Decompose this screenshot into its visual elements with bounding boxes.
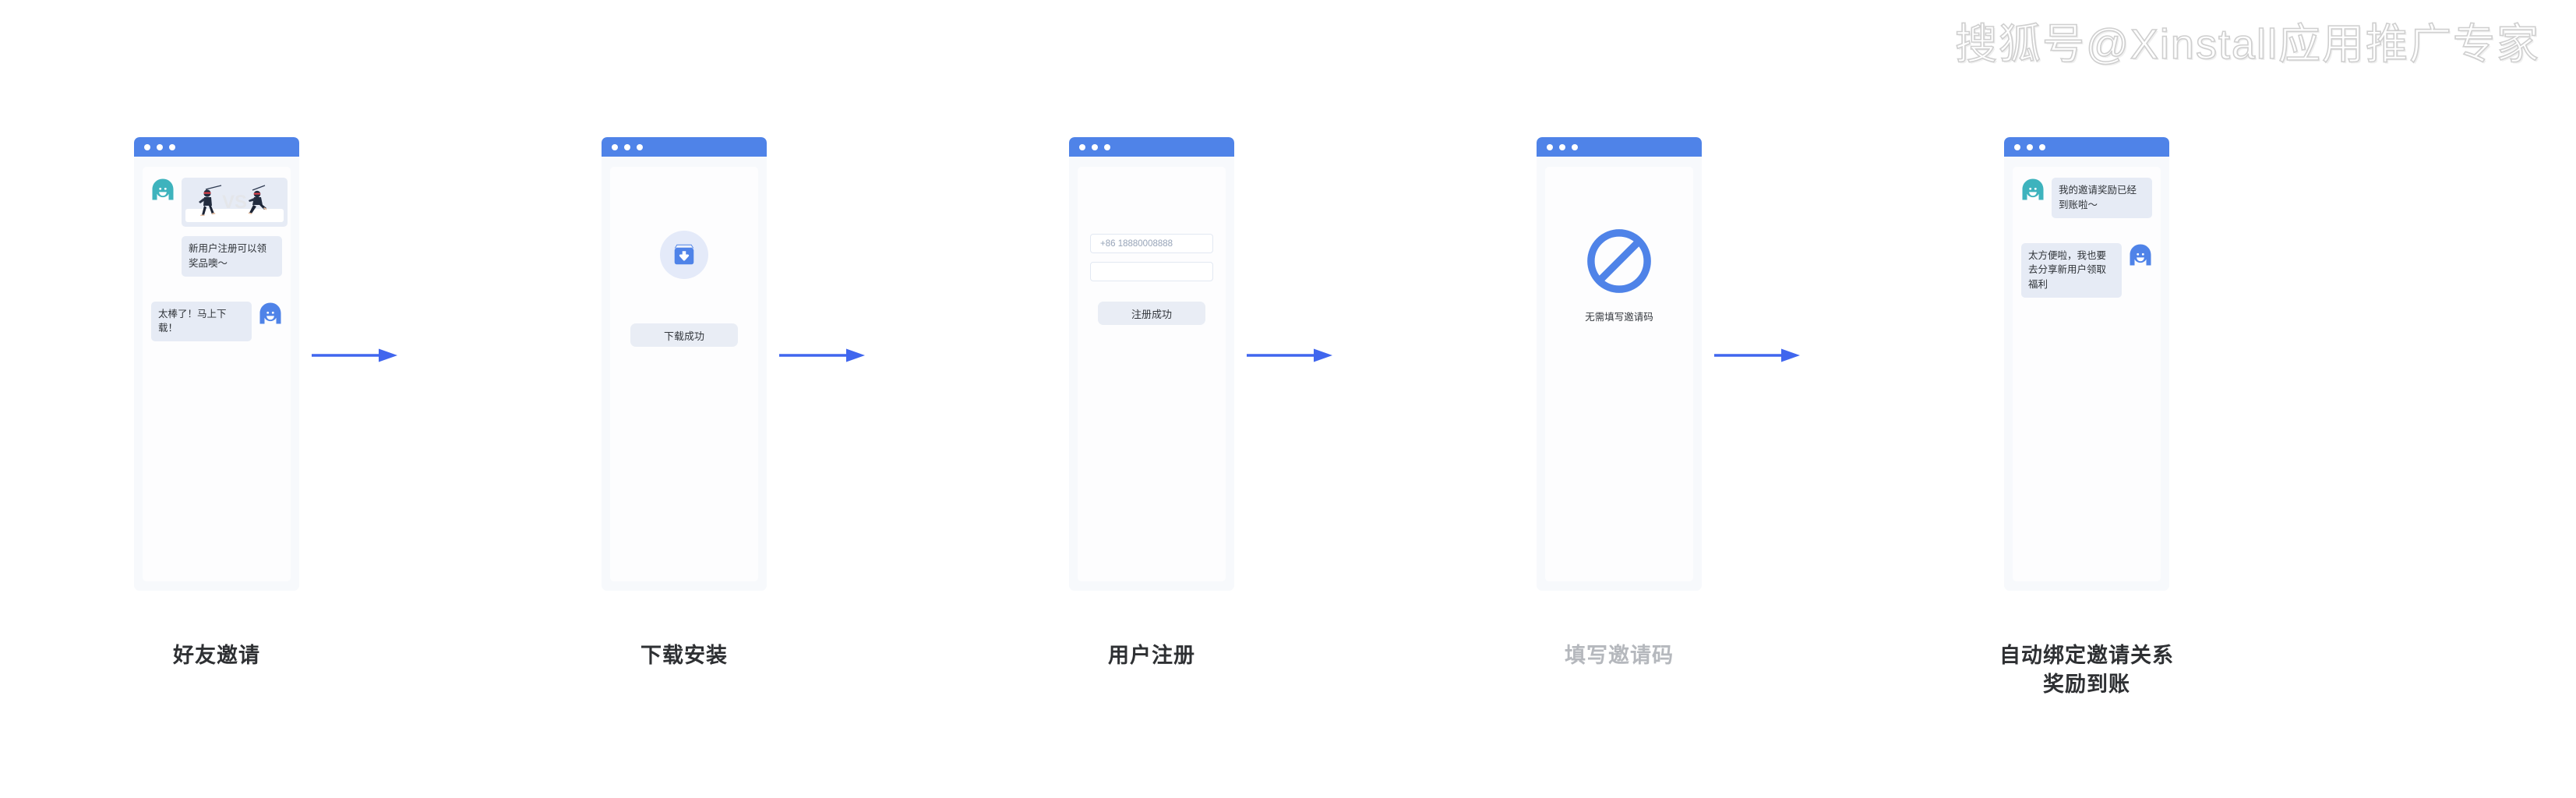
watermark-text: 搜狐号@Xinstall应用推广专家 [1954, 20, 2540, 69]
chat-thread-1: VS [143, 167, 291, 581]
register-success-button[interactable]: 注册成功 [1098, 302, 1205, 325]
step-auto-bind-reward: 我的邀请奖励已经到账啦～ 太方便啦，我也要去分享新用户领取福利 [2004, 137, 2169, 591]
step-caption-auto-bind-reward: 自动绑定邀请关系 奖励到账 [1970, 641, 2204, 700]
blocked-panel: 无需填写邀请码 [1545, 167, 1693, 581]
caption-line: 用户注册 [1108, 644, 1195, 667]
window-titlebar-2 [602, 137, 767, 157]
caption-line: 奖励到账 [2043, 673, 2130, 697]
register-form: +86 18880008888 注册成功 [1078, 167, 1226, 581]
caption-line: 自动绑定邀请关系 [1999, 644, 2174, 667]
step-caption-user-register: 用户注册 [1035, 641, 1269, 670]
flow-arrow-2 [779, 348, 865, 362]
window-dot-close-icon [144, 143, 150, 150]
card-content-3: +86 18880008888 注册成功 [1078, 167, 1226, 581]
browser-card-4: 无需填写邀请码 [1537, 137, 1702, 591]
svg-text:VS: VS [222, 209, 247, 213]
step-caption-invite-code: 填写邀请码 [1502, 641, 1736, 670]
card-content-4: 无需填写邀请码 [1545, 167, 1693, 581]
avatar-spacer [151, 236, 175, 260]
window-dot-minimize-icon [1092, 143, 1098, 150]
avatar-teal-icon [151, 178, 175, 201]
window-dot-maximize-icon [2039, 143, 2045, 150]
phone-number-input[interactable]: +86 18880008888 [1090, 234, 1213, 253]
caption-line: 填写邀请码 [1565, 644, 1674, 667]
window-dot-minimize-icon [624, 143, 630, 150]
chat-bubble-text: 新用户注册可以领奖品噢～ [182, 236, 282, 277]
download-icon-badge [660, 231, 708, 279]
avatar-blue-icon [259, 302, 282, 325]
window-dot-close-icon [2014, 143, 2020, 150]
chat-message-row: 太方便啦，我也要去分享新用户领取福利 [2021, 242, 2152, 298]
browser-card-1: VS [134, 137, 299, 591]
browser-card-2: 下载成功 [602, 137, 767, 591]
step-caption-friend-invite: 好友邀请 [100, 641, 333, 670]
card-content-5: 我的邀请奖励已经到账啦～ 太方便啦，我也要去分享新用户领取福利 [2013, 167, 2161, 581]
prohibited-icon [1587, 229, 1651, 293]
chat-bubble-text: 太棒了！马上下载！ [151, 301, 252, 341]
step-user-register: +86 18880008888 注册成功 [1069, 137, 1234, 591]
flow-arrow-3 [1247, 348, 1332, 362]
no-invite-code-label: 无需填写邀请码 [1585, 312, 1653, 323]
window-dot-maximize-icon [1104, 143, 1110, 150]
spacer [151, 277, 282, 302]
chat-bubble-text: 太方便啦，我也要去分享新用户领取福利 [2021, 242, 2122, 298]
window-dot-maximize-icon [637, 143, 643, 150]
chat-thread-5: 我的邀请奖励已经到账啦～ 太方便啦，我也要去分享新用户领取福利 [2013, 167, 2161, 581]
window-dot-minimize-icon [2027, 143, 2033, 150]
chat-message-row: 我的邀请奖励已经到账啦～ [2021, 178, 2152, 218]
card-content-1: VS [143, 167, 291, 581]
verification-code-input[interactable] [1090, 262, 1213, 281]
window-titlebar-5 [2004, 137, 2169, 157]
window-dot-maximize-icon [1572, 143, 1578, 150]
avatar-teal-icon [2021, 178, 2045, 201]
ninja-vs-banner-icon: VS [185, 185, 284, 222]
window-titlebar-1 [134, 137, 299, 157]
caption-line: 下载安装 [640, 644, 728, 667]
download-box-icon [674, 244, 694, 265]
chat-message-row: 新用户注册可以领奖品噢～ [151, 236, 282, 277]
chat-bubble-text: 我的邀请奖励已经到账啦～ [2052, 178, 2152, 218]
download-success-button[interactable]: 下载成功 [630, 323, 738, 347]
window-dot-minimize-icon [157, 143, 163, 150]
step-download-install: 下载成功 [602, 137, 767, 591]
chat-message-image: VS [151, 178, 288, 227]
step-friend-invite: VS [134, 137, 299, 591]
prohibited-icon-wrap [1586, 228, 1653, 298]
browser-card-5: 我的邀请奖励已经到账啦～ 太方便啦，我也要去分享新用户领取福利 [2004, 137, 2169, 591]
browser-card-3: +86 18880008888 注册成功 [1069, 137, 1234, 591]
spacer [2021, 218, 2152, 243]
window-dot-minimize-icon [1559, 143, 1565, 150]
window-dot-maximize-icon [169, 143, 175, 150]
window-dot-close-icon [612, 143, 618, 150]
step-caption-download-install: 下载安装 [567, 641, 801, 670]
caption-line: 好友邀请 [173, 644, 260, 667]
card-content-2: 下载成功 [610, 167, 758, 581]
download-panel: 下载成功 [610, 167, 758, 581]
step-invite-code: 无需填写邀请码 [1537, 137, 1702, 591]
flow-arrow-1 [312, 348, 397, 362]
window-dot-close-icon [1079, 143, 1085, 150]
chat-message-row: 太棒了！马上下载！ [151, 301, 282, 341]
window-titlebar-4 [1537, 137, 1702, 157]
window-titlebar-3 [1069, 137, 1234, 157]
chat-image-bubble: VS [182, 178, 288, 227]
avatar-blue-icon [2129, 243, 2152, 267]
spacer [151, 227, 282, 236]
window-dot-close-icon [1547, 143, 1553, 150]
flow-arrow-4 [1714, 348, 1800, 362]
